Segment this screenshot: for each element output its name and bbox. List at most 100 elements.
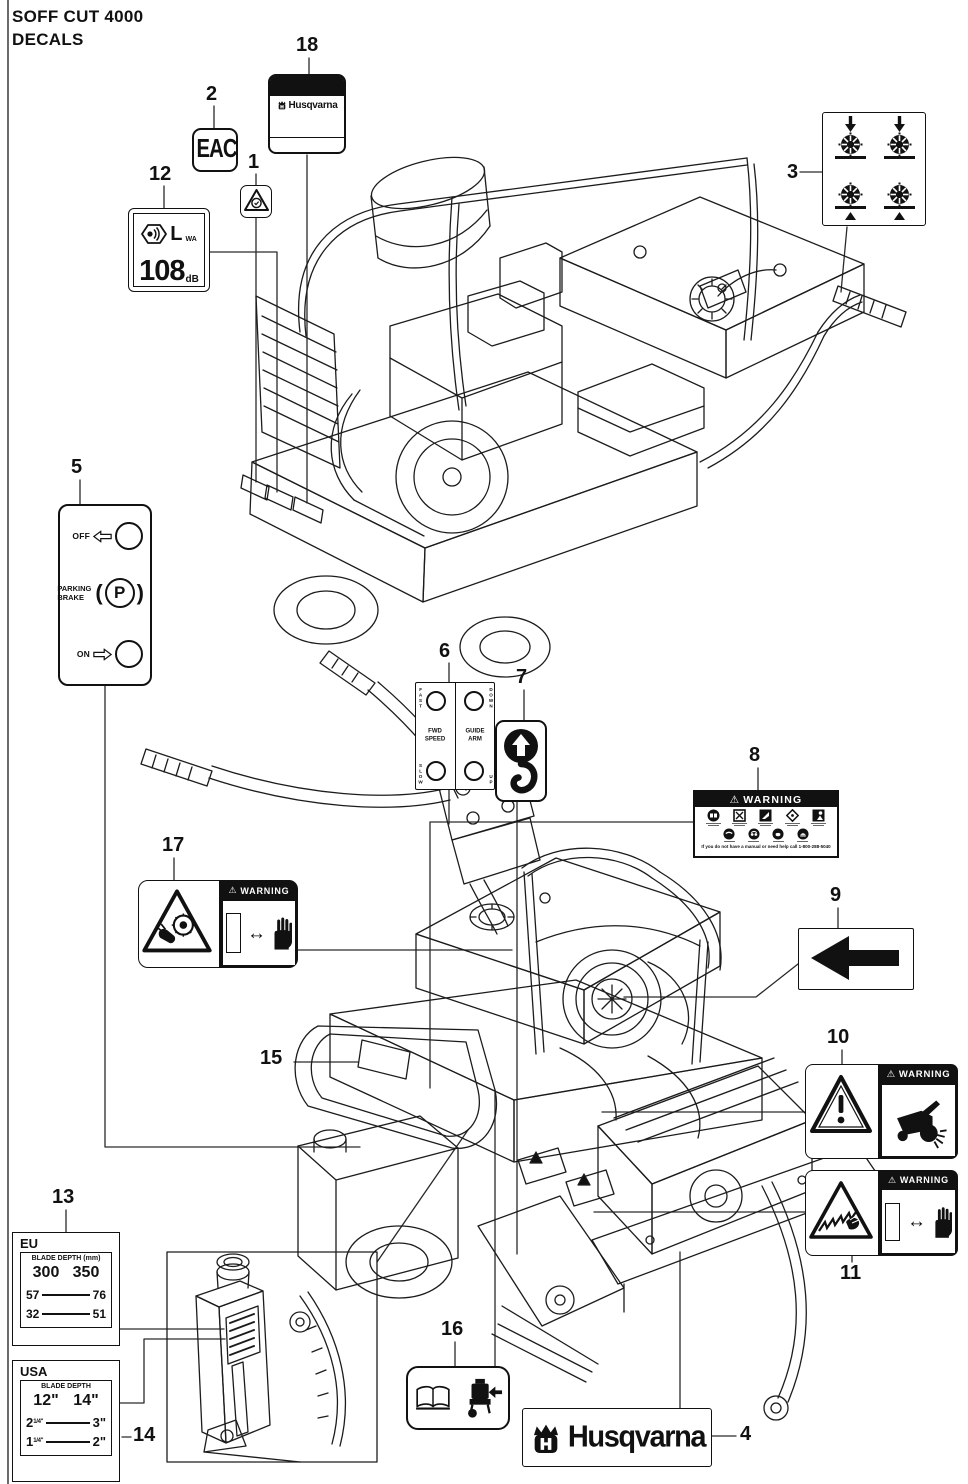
callout-7: 7 [516,666,528,688]
callout-1: 1 [248,151,260,173]
depth-value: 21/4" [26,1415,44,1430]
hearing-protection-pictogram [748,828,760,842]
respirator-pictogram [772,828,784,842]
fwd-speed-label-line2: SPEED [424,736,446,742]
callout-9: 9 [830,884,842,906]
depth-line [46,1421,90,1424]
depth-line [42,1312,90,1315]
decal-direction-arrow [798,928,914,990]
warning-right-panel: ⚠ WARNING [879,1064,958,1159]
off-knob-symbol [115,522,143,550]
knob-hole [426,761,446,781]
page-subtitle: DECALS [12,29,84,49]
callout-5: 5 [71,456,83,478]
blade-size-right: 14" [73,1392,99,1409]
page-title: SOFF CUT 4000 [12,7,144,26]
callout-11: 11 [840,1262,862,1284]
callout-4: 4 [740,1423,752,1445]
depth-row: 21/4" 3" [26,1413,106,1432]
pinch-roller-hand-icon [142,889,212,953]
decal-blade-hand-warning: ⚠ WARNING ↔ [805,1170,958,1256]
callout-14: 14 [133,1424,156,1446]
blade-hazard-pictogram [758,809,774,826]
husqvarna-crown-icon [529,1421,563,1455]
warning-word: WARNING [898,1069,951,1080]
decal-blade-raise-lower [822,112,926,226]
noise-unit: dB [185,274,199,285]
depth-value: 76 [92,1287,106,1302]
decal-husqvarna-logo: Husqvarna [522,1408,712,1467]
husqvarna-crown-icon [277,100,287,110]
fast-label: FAST [418,687,424,709]
knob-hole [426,691,446,711]
callout-2: 2 [206,83,218,105]
depth-value: 11/4" [26,1434,44,1449]
blade-size-left: 300 [32,1264,60,1281]
region-label: EU [20,1236,39,1251]
decal-noise-level: L WA 108 dB [128,208,210,292]
brand-wordmark: Husqvarna [288,99,338,111]
help-phone-text: If you do not have a manual or need help… [701,844,831,849]
panel-divider [455,683,457,789]
open-book-icon [415,1385,450,1410]
left-arrow-icon [811,936,899,980]
decal-read-manual [406,1366,510,1430]
decal-black-band [270,76,344,96]
caution-diamond-pictogram [784,809,800,826]
region-label: USA [20,1364,48,1379]
warning-triangle-icon: ⚠ [886,1069,896,1080]
saw-machine-silhouette-icon [896,1099,947,1149]
blade-depth-header: BLADE DEPTH [41,1383,91,1390]
middle-machine-illustration [140,650,885,1421]
blade-size-right: 350 [72,1264,100,1281]
callout-17: 17 [162,834,185,856]
noise-value: 108 [139,255,185,288]
on-label: ON [76,649,90,659]
triangle-certification-icon [243,189,269,211]
callout-15: 15 [260,1047,283,1069]
guide-arm-label-line2: ARM [468,736,482,742]
depth-line [46,1440,90,1443]
decal-parking-brake-panel: OFF PARKING BRAKE ( P ) ON [57,504,152,686]
paren-left: ( [95,580,103,605]
read-manual-pictogram [705,809,721,826]
parking-label-line2: BRAKE [57,593,84,602]
decal-blade-depth-usa: USA BLADE DEPTH 12" 14" 21/4" 3" 11/4" 2… [12,1360,120,1482]
warning-right-panel: ⚠ WARNING ↔ [879,1170,958,1256]
parking-label-line1: PARKING [57,584,92,593]
warning-triangle-icon: ⚠ [228,885,238,895]
bystander-pictogram [811,809,827,826]
top-machine-illustration [240,156,907,678]
arrow-right-outline-icon [93,648,112,661]
exclamation-triangle-icon [810,1075,872,1133]
depth-row: 57 76 [26,1285,106,1304]
blade-depth-header: BLADE DEPTH (mm) [31,1255,101,1262]
depth-value: 32 [26,1306,40,1321]
decal-main-warning: ⚠ WARNING [693,790,839,858]
depth-value: 3" [92,1415,106,1430]
lift-hook-icon [504,729,538,794]
callout-18: 18 [296,34,319,56]
depth-value: 2" [92,1434,106,1449]
callout-13: 13 [52,1186,75,1208]
callout-16: 16 [441,1318,464,1340]
hand-icon [272,914,292,952]
depth-row: 11/4" 2" [26,1432,106,1451]
warning-triangle-icon: ⚠ [729,793,741,806]
eac-mark: EAC [196,133,238,163]
warning-word: WARNING [743,793,803,806]
double-arrow-icon: ↔ [906,1211,926,1232]
decal-blade-depth-eu: EU BLADE DEPTH (mm) 300 350 57 76 32 51 [12,1232,120,1346]
warning-word: WARNING [899,1175,949,1185]
callout-6: 6 [439,640,451,662]
depth-row: 32 51 [26,1304,106,1323]
decal-conformity [240,185,272,218]
up-label: UP [488,774,494,785]
decal-husqvarna-top: Husqvarna [268,74,346,154]
lwa-subscript: WA [185,235,197,243]
decal-lift-point [495,720,547,802]
blade-arrows-icon [835,116,915,220]
decal-control-panel: FWD SPEED GUIDE ARM FAST SLOW DOWN UP [415,682,495,790]
slow-label: SLOW [418,763,424,785]
